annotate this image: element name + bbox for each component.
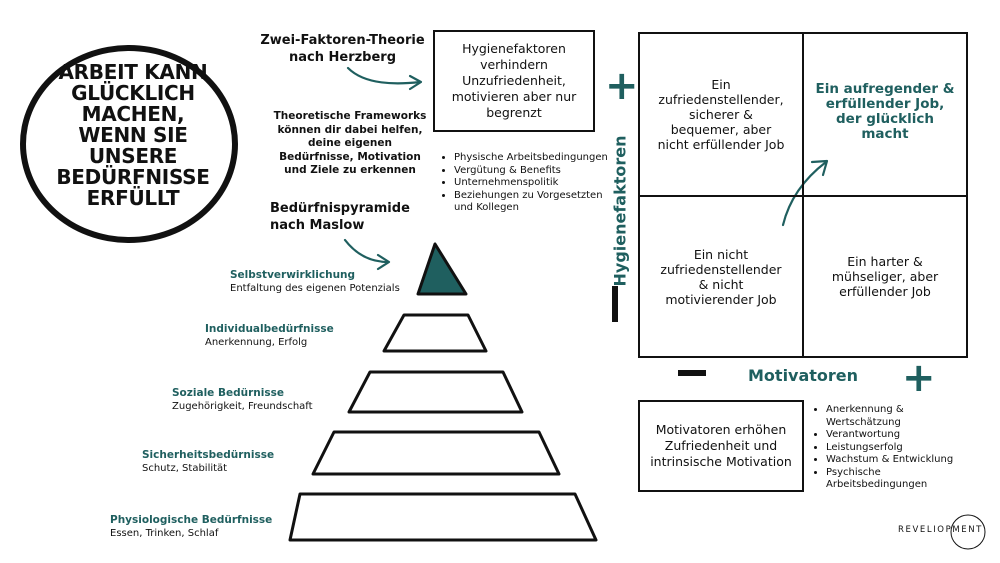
maslow-title-line: nach Maslow (270, 218, 365, 233)
quadrant-line: der glücklich (836, 111, 934, 127)
headline-line: UNSERE (88, 144, 178, 168)
hygiene-list-item: Vergütung & Benefits (454, 165, 610, 178)
quadrant-bottom-left: Ein nicht zufriedenstellender & nicht mo… (638, 195, 804, 358)
quadrant-line: Ein nicht (693, 246, 749, 262)
pyramid-label-title: Selbstverwirklichung (230, 269, 356, 281)
hygiene-box-line: begrenzt (486, 105, 542, 120)
pyramid-level-3 (347, 370, 524, 414)
maslow-arrow-head (376, 253, 391, 271)
motivator-list-item: Leistungserfolg (826, 442, 972, 455)
pyramid-label-title: Soziale Bedürnisse (172, 387, 284, 399)
pyramid-label-sub: Zugehörigkeit, Freundschaft (172, 401, 313, 412)
matrix-arrow-head (810, 159, 829, 177)
headline-line: MACHEN, (81, 102, 185, 126)
headline-line: ERFÜLLT (86, 186, 180, 210)
hygiene-box-line: Unzufriedenheit, (462, 73, 566, 88)
headline-line: GLÜCKLICH (71, 81, 195, 105)
pyramid-label-2: Individualbedürfnisse Anerkennung, Erfol… (205, 323, 334, 349)
frameworks-line: können dir dabei helfen, (277, 123, 423, 136)
hygiene-box-line: motivieren aber nur (451, 89, 577, 104)
maslow-arrow (343, 238, 390, 264)
pyramid-label-4: Sicherheitsbedürnisse Schutz, Stabilität (142, 449, 274, 475)
pyramid-label-title: Individualbedürfnisse (205, 323, 334, 335)
herzberg-arrow (346, 66, 422, 85)
hygiene-list-item: Unternehmenspolitik (454, 177, 610, 190)
pyramid-level-2 (382, 313, 488, 353)
maslow-title: Bedürfnispyramide nach Maslow (270, 200, 430, 234)
pyramid-label-3: Soziale Bedürnisse Zugehörigkeit, Freund… (172, 387, 313, 413)
quadrant-line: Ein aufregender & (815, 81, 955, 97)
frameworks-text: Theoretische Frameworks können dir dabei… (265, 110, 435, 178)
motivator-box-line: Zufriedenheit und (664, 438, 778, 453)
hygiene-list-item: Beziehungen zu Vorgesetzten und Kollegen (454, 190, 610, 215)
herzberg-title-line: nach Herzberg (288, 50, 397, 65)
frameworks-line: deine eigenen (308, 137, 392, 149)
hygiene-list: Physische Arbeitsbedingungen Vergütung &… (440, 152, 610, 215)
motivator-list-item: Anerkennung & Wertschätzung (826, 404, 972, 429)
pyramid-level-5 (288, 492, 598, 542)
hygiene-box-line: Hygienefaktoren (462, 41, 566, 56)
pyramid-label-title: Physiologische Bedürfnisse (110, 514, 273, 526)
quadrant-bottom-right: Ein harter & mühseliger, aber erfüllende… (802, 195, 968, 358)
pyramid-label-1: Selbstverwirklichung Entfaltung des eige… (230, 269, 400, 295)
motivator-box-line: intrinsische Motivation (650, 454, 792, 469)
herzberg-title-line: Zwei-Faktoren-Theorie (260, 33, 425, 48)
quadrant-line: nicht erfüllender Job (657, 137, 785, 152)
headline-circle (20, 45, 238, 243)
quadrant-line: zufriedenstellender (660, 261, 782, 277)
logo-text: REVELIOPMENT (898, 525, 983, 535)
x-minus-sign (678, 370, 706, 376)
pyramid-label-sub: Schutz, Stabilität (142, 463, 228, 474)
quadrant-line: mühseliger, aber (831, 269, 939, 284)
hygiene-list-item: Physische Arbeitsbedingungen (454, 152, 610, 165)
logo-ring (950, 514, 986, 550)
quadrant-line: Ein (711, 77, 731, 92)
quadrant-line: macht (861, 126, 909, 142)
x-plus-sign: + (902, 355, 936, 401)
x-axis-label: Motivatoren (748, 366, 859, 385)
motivator-list-item: Wachstum & Entwicklung (826, 454, 972, 467)
frameworks-line: Bedürfnisse, Motivation (279, 150, 421, 163)
headline-line: WENN SIE (78, 123, 188, 147)
headline-line: BEDÜRFNISSE (56, 165, 210, 189)
quadrant-top-right: Ein aufregender & erfüllender Job, der g… (802, 32, 968, 197)
pyramid-label-sub: Anerkennung, Erfolg (205, 337, 308, 348)
pyramid-label-sub: Entfaltung des eigenen Potenzials (230, 283, 400, 294)
quadrant-line: sicherer & (689, 107, 753, 122)
hygiene-box-line: verhindern (480, 57, 548, 72)
matrix-arrow (781, 160, 828, 227)
pyramid-label-5: Physiologische Bedürfnisse Essen, Trinke… (110, 514, 272, 540)
pyramid-label-sub: Essen, Trinken, Schlaf (110, 528, 219, 539)
maslow-title-line: Bedürfnispyramide (270, 201, 410, 216)
herzberg-title: Zwei-Faktoren-Theorie nach Herzberg (260, 32, 425, 66)
headline: ARBEIT KANN GLÜCKLICH MACHEN, WENN SIE U… (44, 62, 222, 209)
herzberg-arrow-head (408, 74, 423, 91)
motivator-list-item: Verantwortung (826, 429, 972, 442)
motivator-list: Anerkennung & Wertschätzung Verantwortun… (812, 404, 972, 492)
frameworks-line: und Ziele zu erkennen (284, 164, 416, 176)
quadrant-line: erfüllender Job (839, 284, 931, 299)
reveliopment-logo: REVELIOPMENT (896, 511, 988, 553)
quadrant-line: bequemer, aber (670, 122, 772, 137)
motivator-list-item: Psychische Arbeitsbedingungen (826, 467, 972, 492)
pyramid-level-1 (416, 242, 468, 296)
y-minus-sign (612, 286, 618, 322)
pyramid-label-title: Sicherheitsbedürnisse (142, 449, 275, 461)
y-plus-sign: + (605, 63, 639, 109)
quadrant-line: motivierender Job (665, 291, 777, 307)
hygiene-box: Hygienefaktoren verhindern Unzufriedenhe… (433, 30, 595, 132)
frameworks-line: Theoretische Frameworks (273, 110, 427, 122)
pyramid-level-4 (311, 430, 561, 476)
quadrant-line: erfüllender Job, (825, 96, 945, 112)
quadrant-line: zufriedenstellender, (658, 92, 784, 107)
headline-line: ARBEIT KANN (58, 60, 208, 84)
quadrant-line: Ein harter & (847, 254, 923, 269)
quadrant-line: & nicht (698, 276, 744, 292)
motivator-box-line: Motivatoren erhöhen (655, 422, 787, 437)
motivator-box: Motivatoren erhöhen Zufriedenheit und in… (638, 400, 804, 492)
